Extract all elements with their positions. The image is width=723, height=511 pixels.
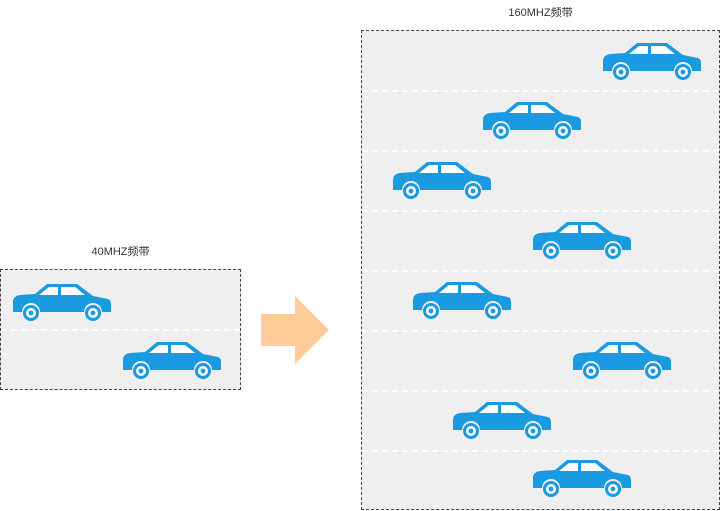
car-icon (571, 340, 671, 380)
car-icon (391, 160, 491, 200)
lane-divider (362, 210, 719, 212)
car-icon (451, 400, 551, 440)
lane-divider (362, 390, 719, 392)
lane-divider (362, 450, 719, 452)
right-band-160mhz (361, 30, 720, 510)
lane-divider (1, 329, 240, 331)
lane-divider (362, 90, 719, 92)
left-band-label: 40MHZ频带 (91, 246, 150, 258)
lane-divider (362, 150, 719, 152)
car-icon (411, 280, 511, 320)
right-arrow-icon (261, 296, 329, 364)
car-icon (531, 458, 631, 498)
car-icon (121, 340, 221, 380)
car-icon (11, 282, 111, 322)
lane-divider (362, 270, 719, 272)
car-icon (481, 100, 581, 140)
lane-divider (362, 330, 719, 332)
left-band-40mhz (0, 269, 241, 390)
car-icon (531, 220, 631, 260)
right-band-label: 160MHZ频带 (508, 7, 573, 19)
car-icon (601, 41, 701, 81)
